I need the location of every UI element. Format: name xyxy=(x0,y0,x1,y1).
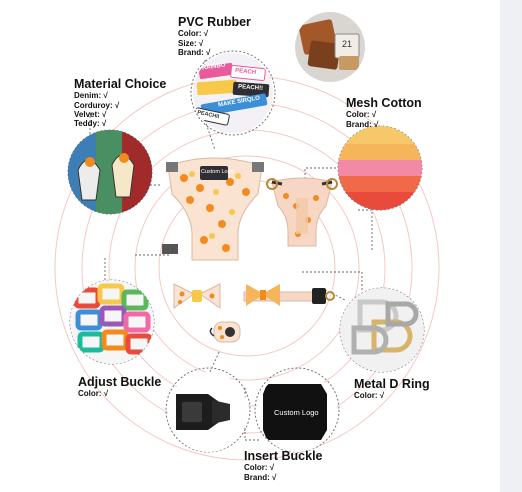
pvc-rubber-spec-brand: Brand: √ xyxy=(178,47,211,57)
material-choice-title: Material Choice xyxy=(74,77,167,91)
mesh-cotton-photo xyxy=(338,126,422,210)
bow-tie-left xyxy=(172,282,222,310)
material-choice-photo xyxy=(68,130,152,214)
harness-large xyxy=(160,152,270,264)
pvc-rubber-spec-color: Color: √ xyxy=(178,29,209,39)
custom-logo-buckle-photo xyxy=(257,372,337,452)
insert-buckle-title: Insert Buckle xyxy=(244,449,323,463)
material-choice-spec-teddy: Teddy: √ xyxy=(74,118,107,128)
material-choice-spec-denim: Denim: √ xyxy=(74,91,108,101)
feature-diagram: RAINBO PEACH MAKE SIRQLO PEACH!! PEACHII… xyxy=(54,12,440,482)
mesh-cotton-title: Mesh Cotton xyxy=(346,96,422,110)
collar-with-bow xyxy=(240,282,336,312)
mesh-cotton-spec-brand: Brand: √ xyxy=(346,119,379,129)
leather-tag-photo xyxy=(295,12,365,82)
metal-d-ring-spec-color: Color: √ xyxy=(354,391,385,401)
label-metal-d-ring: Metal D Ring Color: √ xyxy=(354,377,430,401)
label-mesh-cotton: Mesh Cotton Color: √ Brand: √ xyxy=(346,96,422,129)
adjust-buckle-photo xyxy=(70,280,154,364)
label-material-choice: Material Choice Denim: √ Corduroy: √ Vel… xyxy=(74,77,166,128)
harness-custom-logo-text: Custom Logo xyxy=(201,169,234,175)
insert-buckle-spec-color: Color: √ xyxy=(244,463,275,473)
label-pvc-rubber: PVC Rubber Color: √ Size: √ Brand: √ xyxy=(178,15,251,57)
page-side-gutter xyxy=(500,0,522,492)
material-choice-spec-velvet: Velvet: √ xyxy=(74,109,107,119)
leather-tag-number: 21 xyxy=(342,39,353,49)
adjust-buckle-spec-color: Color: √ xyxy=(78,389,109,399)
pvc-rubber-spec-size: Size: √ xyxy=(178,38,204,48)
pvc-rubber-title: PVC Rubber xyxy=(178,15,251,29)
material-choice-spec-corduroy: Corduroy: √ xyxy=(74,100,120,110)
buckle-custom-logo-text: Custom Logo xyxy=(274,408,319,417)
metal-d-ring-photo xyxy=(340,288,424,372)
pvc-rubber-photo xyxy=(193,53,273,133)
adjust-buckle-title: Adjust Buckle xyxy=(78,375,162,389)
mesh-cotton-spec-color: Color: √ xyxy=(346,110,377,120)
metal-d-ring-title: Metal D Ring xyxy=(354,377,430,391)
label-adjust-buckle: Adjust Buckle Color: √ xyxy=(78,375,161,399)
harness-small xyxy=(266,176,338,250)
insert-buckle-photo xyxy=(168,372,248,452)
poop-bag-holder xyxy=(208,318,244,346)
label-insert-buckle: Insert Buckle Color: √ Brand: √ xyxy=(244,449,323,482)
insert-buckle-spec-brand: Brand: √ xyxy=(244,472,277,482)
